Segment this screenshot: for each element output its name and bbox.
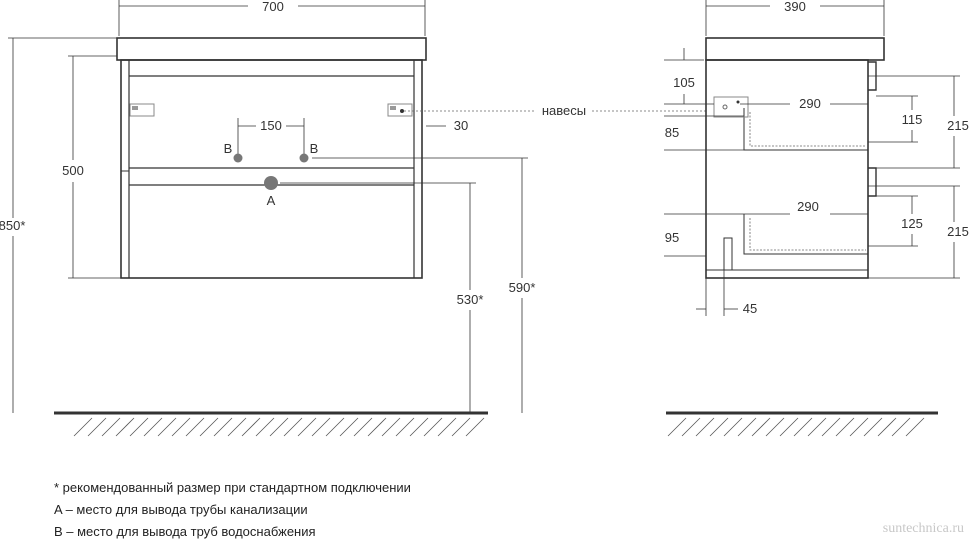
side-view xyxy=(664,0,960,316)
hatch-line xyxy=(437,417,457,437)
supply-pipe-left xyxy=(233,153,243,163)
label-b-right: B xyxy=(310,141,319,156)
hatch-line xyxy=(157,417,177,437)
hatch-line xyxy=(751,417,771,437)
hatch-line xyxy=(283,417,303,437)
hanger-right xyxy=(387,103,413,117)
hatch-line xyxy=(709,417,729,437)
hatch-line xyxy=(835,417,855,437)
hatch-line xyxy=(667,417,687,437)
hatch-line xyxy=(227,417,247,437)
hangers-label: навесы xyxy=(542,103,586,118)
hatch-line xyxy=(779,417,799,437)
dim-hanger-offset: 30 xyxy=(454,118,468,133)
floor-hatch-side xyxy=(667,417,925,437)
hatch-line xyxy=(367,417,387,437)
hatch-line xyxy=(877,417,897,437)
hatch-line xyxy=(723,417,743,437)
hatch-line xyxy=(821,417,841,437)
dim-290-top: 290 xyxy=(799,96,821,111)
hatch-line xyxy=(793,417,813,437)
drain-pipe xyxy=(264,176,278,190)
hatch-line xyxy=(353,417,373,437)
hatch-line xyxy=(73,417,93,437)
dim-85: 85 xyxy=(665,125,679,140)
hatch-line xyxy=(737,417,757,437)
hatch-line xyxy=(297,417,317,437)
note-a: A – место для вывода трубы канализации xyxy=(54,502,308,517)
hatch-line xyxy=(409,417,429,437)
hatch-line xyxy=(765,417,785,437)
label-a: A xyxy=(267,193,276,208)
dim-290-bottom: 290 xyxy=(797,199,819,214)
label-b-left: B xyxy=(224,141,233,156)
hatch-line xyxy=(199,417,219,437)
hatch-line xyxy=(143,417,163,437)
dim-outlet-height: 530* xyxy=(457,292,484,307)
hatch-line xyxy=(807,417,827,437)
dim-body-height: 500 xyxy=(62,163,84,178)
hatch-line xyxy=(255,417,275,437)
hatch-line xyxy=(339,417,359,437)
hatch-line xyxy=(423,417,443,437)
dim-total-height: 850* xyxy=(0,218,25,233)
hatch-line xyxy=(849,417,869,437)
hatch-line xyxy=(695,417,715,437)
dim-125: 125 xyxy=(901,216,923,231)
dim-105: 105 xyxy=(673,75,695,90)
hatch-line xyxy=(395,417,415,437)
floor-hatch-front xyxy=(73,417,485,437)
watermark: suntechnica.ru xyxy=(882,521,964,536)
hatch-line xyxy=(863,417,883,437)
supply-pipe-right xyxy=(299,153,309,163)
hatch-line xyxy=(171,417,191,437)
hatch-line xyxy=(681,417,701,437)
hatch-line xyxy=(241,417,261,437)
hatch-line xyxy=(115,417,135,437)
dim-215-bottom: 215 xyxy=(947,224,969,239)
hatch-line xyxy=(325,417,345,437)
basin-top xyxy=(116,37,427,61)
dim-95: 95 xyxy=(665,230,679,245)
front-view xyxy=(8,0,706,413)
hatch-line xyxy=(185,417,205,437)
hatch-line xyxy=(269,417,289,437)
hatch-line xyxy=(451,417,471,437)
hatch-line xyxy=(129,417,149,437)
dim-width: 700 xyxy=(262,0,284,14)
hanger-left xyxy=(129,103,155,117)
hatch-line xyxy=(381,417,401,437)
dim-depth: 390 xyxy=(784,0,806,14)
dim-45: 45 xyxy=(743,301,757,316)
hatch-line xyxy=(465,417,485,437)
dim-supply-height: 590* xyxy=(509,280,536,295)
hatch-line xyxy=(891,417,911,437)
hatch-line xyxy=(87,417,107,437)
cabinet-body xyxy=(120,59,423,279)
hatch-line xyxy=(311,417,331,437)
side-basin xyxy=(705,37,885,61)
dim-215-top: 215 xyxy=(947,118,969,133)
hatch-line xyxy=(905,417,925,437)
note-recommended: * рекомендованный размер при стандартном… xyxy=(54,480,411,495)
dim-115: 115 xyxy=(902,112,923,127)
dim-pipe-spacing: 150 xyxy=(260,118,282,133)
side-body xyxy=(705,59,869,279)
note-b: B – место для вывода труб водоснабжения xyxy=(54,524,316,539)
hatch-line xyxy=(101,417,121,437)
hatch-line xyxy=(213,417,233,437)
